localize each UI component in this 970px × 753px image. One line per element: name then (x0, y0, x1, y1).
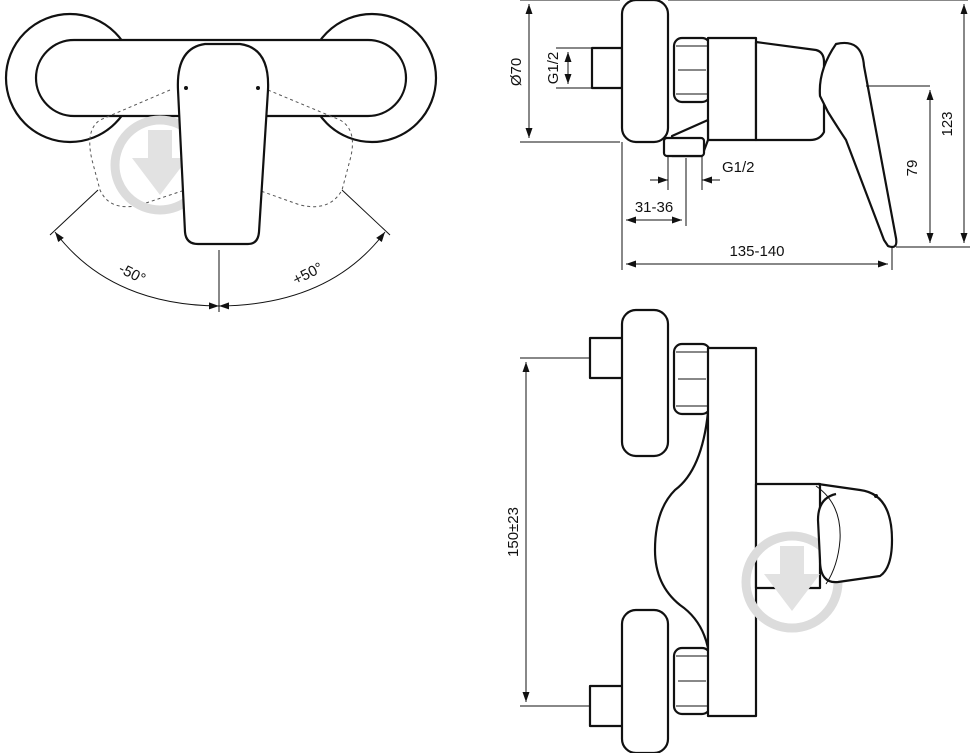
mixer-lever-top (176, 42, 270, 246)
inlet-pipe-top-front (588, 336, 626, 380)
wall-rosette-top-front (620, 308, 670, 458)
angle-left-label: -50° (116, 260, 148, 288)
cartridge-housing-side (754, 40, 826, 142)
outlet-offset-label: 31-36 (635, 199, 673, 216)
angle-right-label: +50° (290, 259, 326, 288)
wall-rosette-side (620, 0, 670, 144)
front-view: 150±23 (505, 308, 894, 753)
handle-height-label: 79 (904, 160, 921, 177)
handle-ghost-right (257, 89, 353, 208)
diameter-label: Ø70 (508, 58, 525, 86)
mixer-body-side (706, 36, 758, 142)
inlet-pipe-side (590, 46, 624, 90)
total-depth-label: 135-140 (729, 243, 784, 260)
side-view: Ø70 G1/2 G1/2 31-36 135-140 79 123 (508, 0, 970, 270)
inlet-pipe-bottom-front (588, 684, 626, 728)
mixer-lever-front (816, 482, 894, 584)
total-height-label: 123 (939, 111, 956, 136)
thread-inlet-label: G1/2 (545, 52, 562, 85)
wall-rosette-bottom-front (620, 608, 670, 753)
thread-outlet-label: G1/2 (722, 159, 755, 176)
center-distance-label: 150±23 (505, 507, 522, 557)
mixer-body-front (653, 410, 710, 650)
top-view: -50° +50° (4, 12, 438, 312)
mixer-lever-side (818, 41, 898, 249)
handle-ghost-left (89, 89, 186, 208)
mixer-body-frame-front (706, 346, 758, 718)
